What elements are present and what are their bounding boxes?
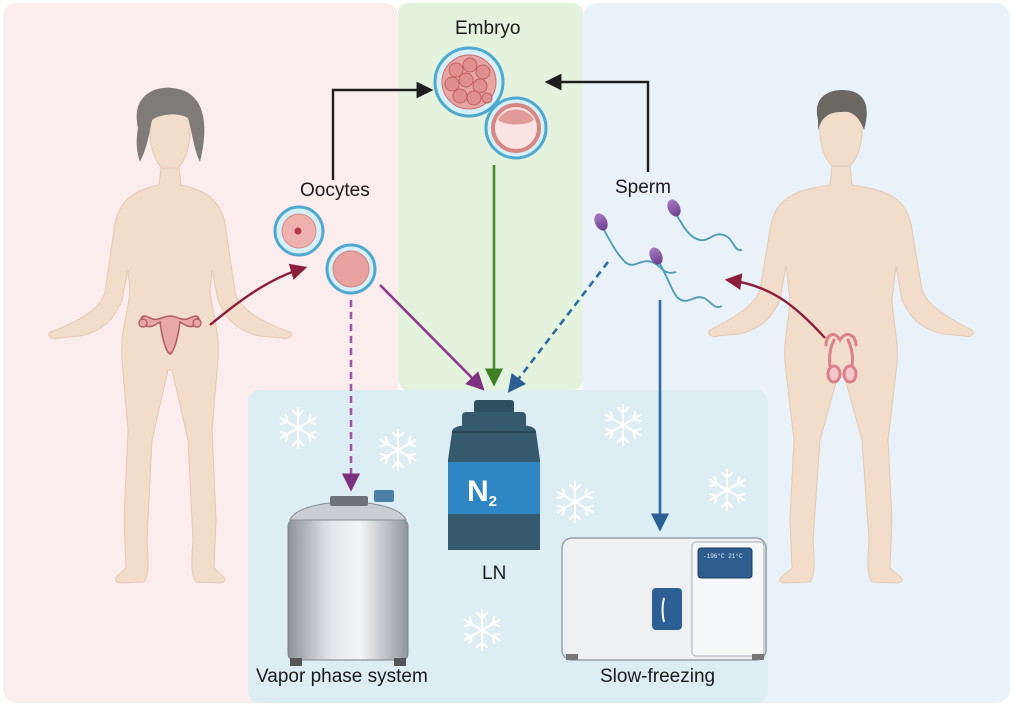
uterus-icon	[138, 315, 202, 355]
testes-to-sperm-arrow	[724, 273, 826, 339]
female-hair	[136, 87, 205, 162]
uterus-to-oocytes-arrow	[209, 263, 308, 326]
vapor-phase-tank-icon	[287, 490, 409, 666]
n2-main: N	[467, 475, 489, 508]
sperm-to-embryo-arrow	[544, 73, 650, 172]
embryo-blastocyst-icon	[484, 96, 548, 160]
oocyte-icon	[325, 243, 377, 295]
sperm-heads	[594, 199, 681, 265]
liquid-nitrogen-dewar-icon	[448, 400, 540, 550]
slow-freezing-label: Slow-freezing	[600, 666, 716, 687]
slow-freezer-icon	[561, 537, 767, 661]
sperm-to-ln-arrow	[507, 261, 610, 393]
female-figure	[48, 100, 292, 584]
sperm-cells-icon	[602, 213, 743, 308]
ln-label: LN	[482, 563, 507, 584]
oocyte-icon	[273, 205, 325, 257]
oocytes-to-embryo-arrow	[331, 81, 434, 180]
embryo-label: Embryo	[455, 18, 521, 39]
embryo-morula-icon	[433, 46, 505, 118]
n2-subscript: 2	[488, 493, 498, 510]
freezer-display-readout: -196°C 21°C	[703, 553, 743, 560]
sperm-label: Sperm	[615, 177, 671, 198]
oocyte-to-ln-arrow	[379, 284, 485, 391]
male-reproductive-icon	[824, 333, 858, 384]
vapor-phase-label: Vapor phase system	[256, 666, 428, 687]
oocytes-label: Oocytes	[300, 180, 370, 201]
male-hair	[816, 90, 867, 130]
n2-label: N2	[467, 475, 497, 510]
